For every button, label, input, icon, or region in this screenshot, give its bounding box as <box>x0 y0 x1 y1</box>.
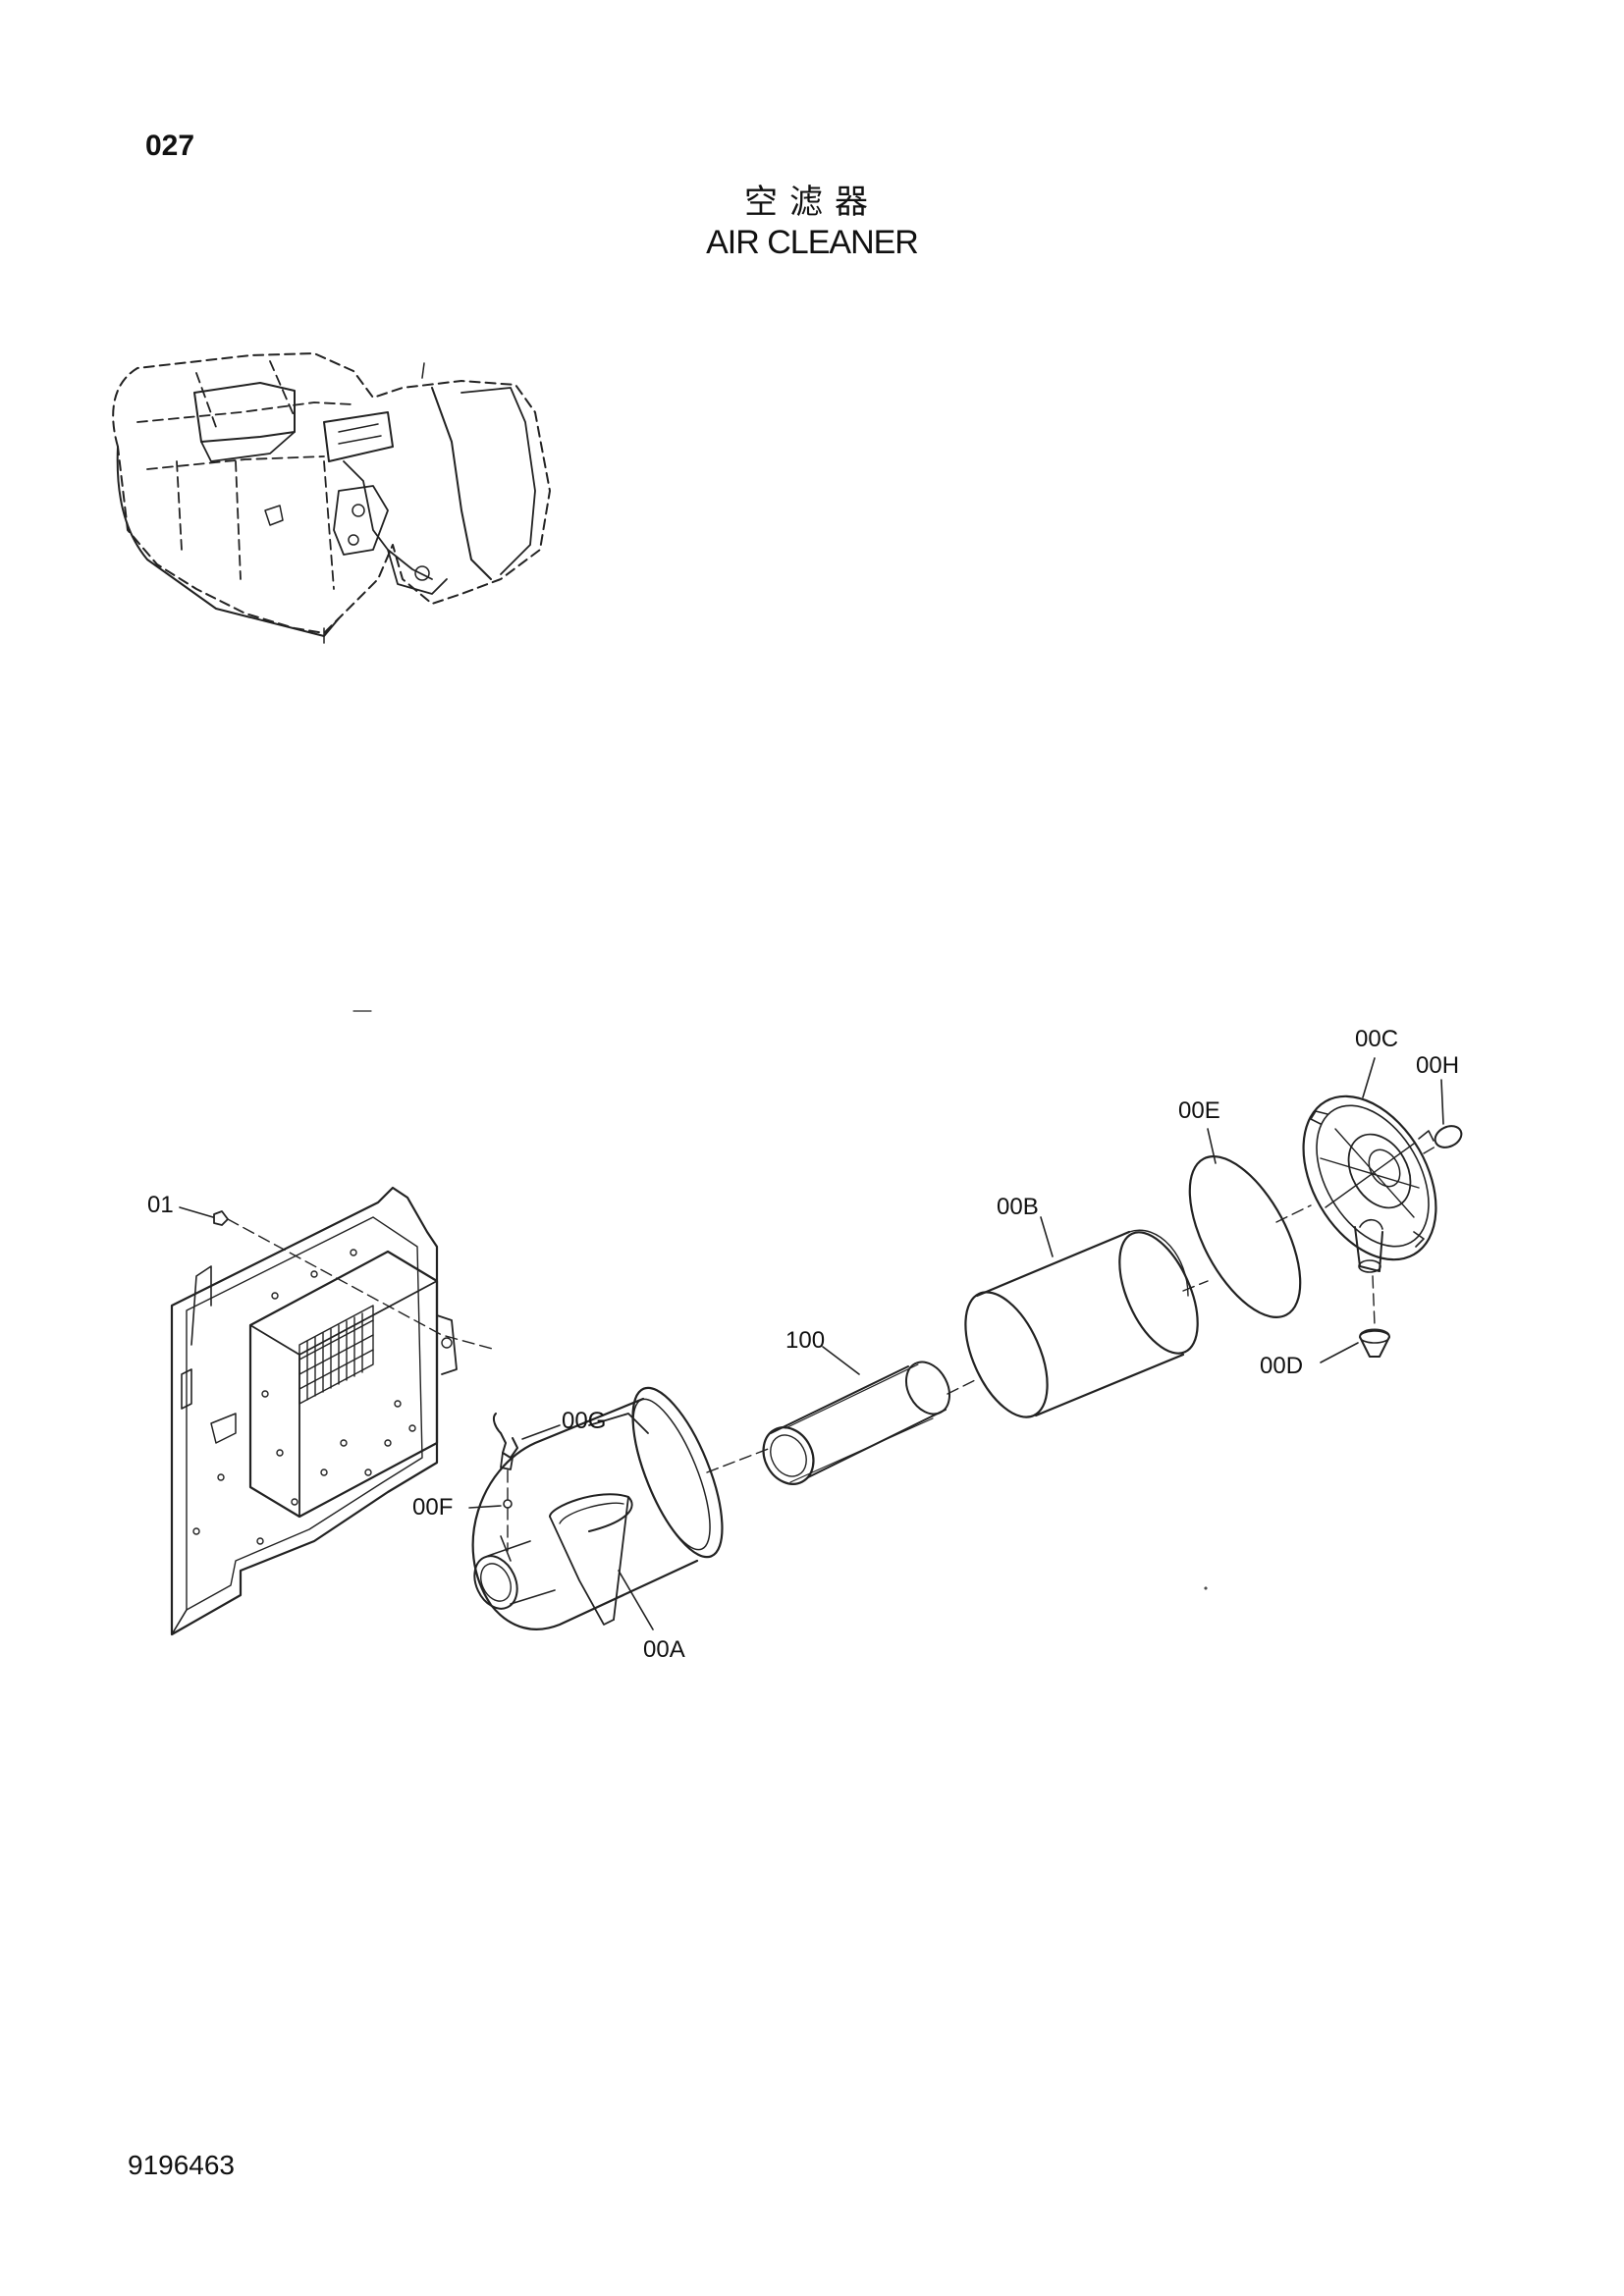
mounting-bracket-panel <box>170 1186 458 1636</box>
callout-00B: 00B <box>997 1194 1039 1220</box>
gasket-00E <box>1188 1155 1302 1318</box>
callout-100: 100 <box>785 1327 826 1354</box>
document-number: 9196463 <box>128 2150 236 2180</box>
cover-00C <box>1302 1095 1437 1273</box>
restriction-indicator-00G <box>492 1413 518 1470</box>
callout-00G: 00G <box>562 1408 607 1434</box>
callout-01: 01 <box>147 1192 174 1218</box>
assembly-centerlines <box>227 1146 1436 1552</box>
callout-00C: 00C <box>1355 1026 1399 1052</box>
callout-00A: 00A <box>643 1636 685 1663</box>
title-english: AIR CLEANER <box>706 224 919 261</box>
callout-00F: 00F <box>412 1494 454 1521</box>
vent-grille <box>298 1305 374 1405</box>
seal-00H <box>1434 1125 1463 1148</box>
title-chinese: 空滤器 <box>744 183 880 222</box>
stray-dot <box>1204 1586 1208 1590</box>
leader-lines <box>179 1057 1444 1630</box>
page-number: 027 <box>145 130 195 162</box>
callout-00E: 00E <box>1178 1097 1220 1124</box>
callout-00H: 00H <box>1416 1052 1460 1079</box>
primary-element-00B <box>964 1229 1199 1418</box>
valve-00D <box>1359 1328 1390 1358</box>
safety-element-100 <box>762 1361 951 1485</box>
machine-location-thumbnail <box>112 352 551 644</box>
housing-00A <box>471 1386 724 1630</box>
bolt-01 <box>213 1210 229 1226</box>
callout-00D: 00D <box>1260 1353 1304 1379</box>
clip-00F <box>503 1499 513 1509</box>
